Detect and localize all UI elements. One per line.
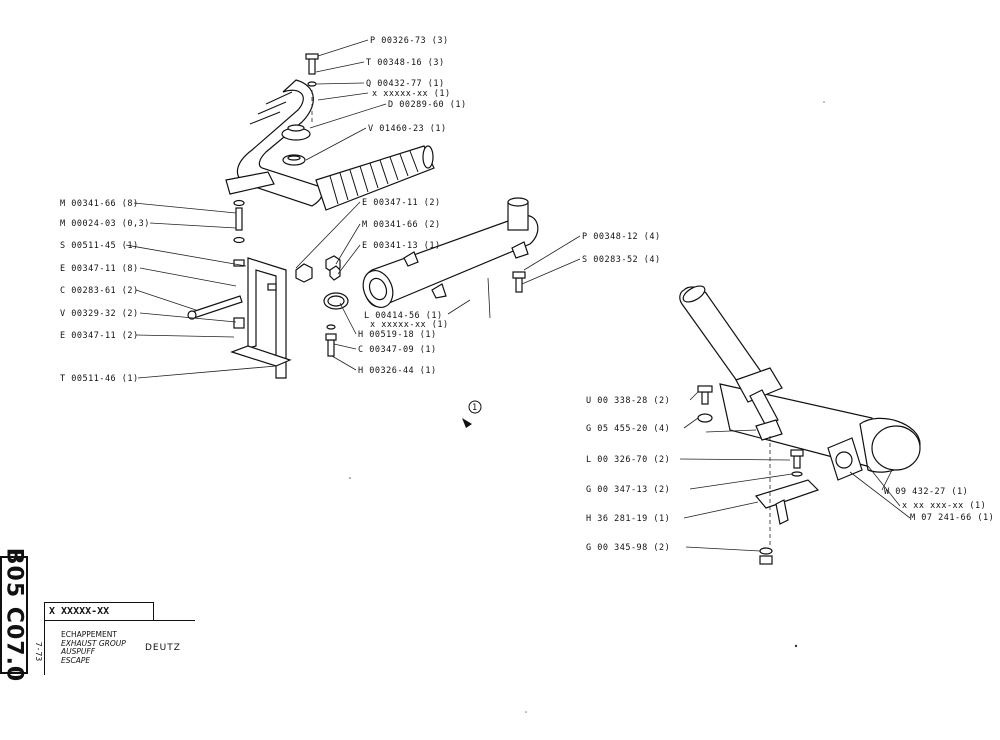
title-block-body: 7-73 ECHAPPEMENT EXHAUST GROUP AUSPUFF E…	[34, 620, 195, 675]
callout-W09432-27: W 09 432-27 (1)	[884, 487, 968, 497]
callout-L00326-70: L 00 326-70 (2)	[586, 455, 670, 465]
callout-P00348-12: P 00348-12 (4)	[582, 232, 661, 242]
callout-x-xxxxx-xx: x xxxxx-xx (1)	[372, 89, 451, 99]
callout-Q00432-77: Q 00432-77 (1)	[366, 79, 445, 89]
detail-marker: 1	[462, 400, 482, 428]
arrow-icon	[462, 418, 472, 428]
brand-name: DEUTZ	[145, 643, 181, 653]
callout-T00511-46: T 00511-46 (1)	[60, 374, 139, 384]
callout-H36281-19: H 36 281-19 (1)	[586, 514, 670, 524]
mounting-bracket	[754, 479, 820, 509]
callout-S00283-52: S 00283-52 (4)	[582, 255, 661, 265]
group-name-en: EXHAUST GROUP	[61, 638, 126, 648]
group-names: ECHAPPEMENT EXHAUST GROUP AUSPUFF ESCAPE	[61, 630, 126, 665]
angled-inlet-pipe	[679, 286, 765, 389]
bolt	[308, 57, 316, 75]
callout-E00347-11-2: E 00347-11 (2)	[60, 331, 139, 341]
detail-exhaust-assembly	[679, 285, 921, 565]
group-name-es: ESCAPE	[61, 655, 91, 665]
title-block: X XXXXX-XX 7-73 ECHAPPEMENT EXHAUST GROU…	[30, 602, 195, 675]
group-name-fr: ECHAPPEMENT	[61, 630, 117, 639]
group-name-de: AUSPUFF	[61, 647, 96, 656]
leader-lines	[125, 39, 911, 552]
muffler-assembly	[295, 197, 539, 357]
callout-C00347-09: C 00347-09 (1)	[358, 345, 437, 355]
callout-S00511-45: S 00511-45 (1)	[60, 241, 139, 251]
callout-M00341-66: M 00341-66 (8)	[60, 199, 139, 209]
callout-M07241-66: M 07 241-66 (1)	[910, 513, 994, 523]
callout-x-xx-xxx-xx: x xx xxx-xx (1)	[902, 501, 986, 511]
callout-G05455-20: G 05 455-20 (4)	[586, 424, 670, 434]
callout-H00519-18: H 00519-18 (1)	[358, 330, 437, 340]
callout-M00341-66-mid: M 00341-66 (2)	[362, 220, 441, 230]
callout-E00341-13: E 00341-13 (1)	[362, 241, 441, 251]
callout-E00347-11-8: E 00347-11 (8)	[60, 264, 139, 274]
left-callouts: M 00341-66 (8) M 00024-03 (0,3) S 00511-…	[60, 199, 150, 384]
top-callouts: P 00326-73 (3) T 00348-16 (3) Q 00432-77…	[366, 36, 467, 134]
callout-P00326-73: P 00326-73 (3)	[370, 36, 449, 46]
callout-T00348-16: T 00348-16 (3)	[366, 58, 445, 68]
upper-exhaust-assembly	[187, 53, 435, 379]
drawing-reference: X XXXXX-XX	[44, 602, 154, 620]
callout-E00347-11-mid: E 00347-11 (2)	[362, 198, 441, 208]
right-callouts: U 00 338-28 (2) G 05 455-20 (4) L 00 326…	[586, 396, 994, 553]
callout-U00338-28: U 00 338-28 (2)	[586, 396, 670, 406]
callout-H00326-44: H 00326-44 (1)	[358, 366, 437, 376]
sheet-date: 7-73	[34, 641, 44, 662]
callout-L00414-56: L 00414-56 (1)	[364, 311, 443, 321]
sheet-code: B05 C07.0	[1, 547, 27, 683]
sheet-code-box: B05 C07.0	[0, 548, 28, 682]
callout-V00329-32: V 00329-32 (2)	[60, 309, 139, 319]
callout-C00283-61: C 00283-61 (2)	[60, 286, 139, 296]
callout-G00347-13: G 00 347-13 (2)	[586, 485, 670, 495]
callout-D00289-60: D 00289-60 (1)	[388, 100, 467, 110]
callout-G00345-98: G 00 345-98 (2)	[586, 543, 670, 553]
callout-x-xxxxx-xx-mid: x xxxxx-xx (1)	[370, 320, 449, 330]
callout-V01460-23: V 01460-23 (1)	[368, 124, 447, 134]
callout-M00024-03: M 00024-03 (0,3)	[60, 219, 150, 229]
detail-marker-label: 1	[472, 403, 478, 413]
pipe-clamp	[225, 171, 275, 195]
middle-callouts: E 00347-11 (2) M 00341-66 (2) E 00341-13…	[358, 198, 661, 376]
